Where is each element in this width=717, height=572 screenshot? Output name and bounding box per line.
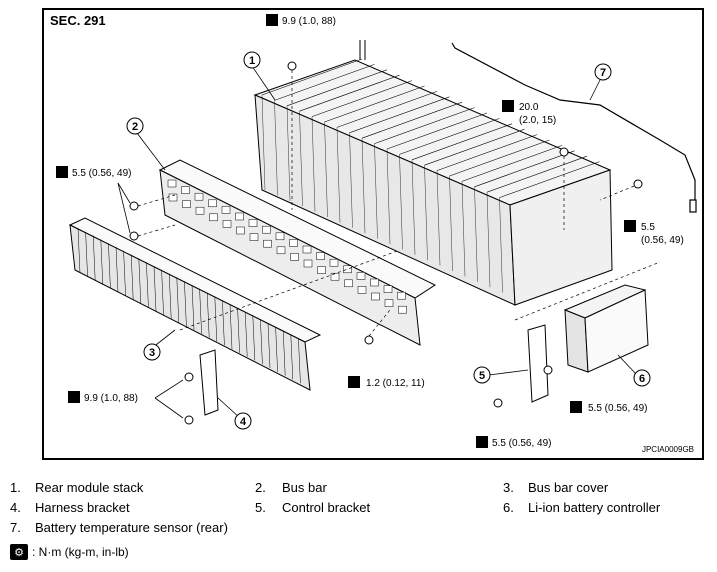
bus-bar — [158, 159, 437, 346]
svg-text:5.5 (0.56, 49): 5.5 (0.56, 49) — [588, 403, 647, 414]
unit-note-text: : N·m (kg-m, in-lb) — [32, 545, 129, 559]
callout-5: 5 — [473, 366, 491, 384]
unit-note: ⚙ : N·m (kg-m, in-lb) — [10, 544, 129, 560]
harness-bracket — [184, 349, 219, 425]
torque-wrench-icon — [56, 166, 68, 178]
section-label: SEC. 291 — [50, 13, 106, 28]
torque-spec-2: 20.0 (2.0, 15) — [502, 100, 556, 126]
svg-text:4: 4 — [240, 416, 247, 428]
legend-num-5: 5. — [255, 500, 266, 515]
legend-label-7: Battery temperature sensor (rear) — [35, 520, 228, 535]
svg-text:1.2 (0.12, 11): 1.2 (0.12, 11) — [366, 378, 425, 389]
callout-7: 7 — [594, 63, 612, 81]
legend-num-1: 1. — [10, 480, 21, 495]
callout-4: 4 — [234, 412, 252, 430]
torque-spec-5: 1.2 (0.12, 11) — [348, 376, 425, 389]
callout-3: 3 — [143, 343, 161, 361]
svg-text:5: 5 — [479, 370, 485, 382]
torque-spec-4: 5.5 (0.56, 49) — [624, 220, 684, 246]
torque-spec-8: 5.5 (0.56, 49) — [476, 436, 551, 449]
torque-spec-3: 5.5 (0.56, 49) — [56, 166, 131, 179]
figure-code: JPCIA0009GB — [641, 445, 694, 454]
svg-text:(2.0, 15): (2.0, 15) — [519, 115, 556, 126]
torque-wrench-icon — [502, 100, 514, 112]
legend-label-4: Harness bracket — [35, 500, 130, 515]
svg-text:(0.56, 49): (0.56, 49) — [641, 235, 684, 246]
legend-label-2: Bus bar — [282, 480, 327, 495]
legend-label-3: Bus bar cover — [528, 480, 609, 495]
torque-spec-7: 5.5 (0.56, 49) — [570, 401, 647, 414]
svg-text:1: 1 — [249, 55, 255, 67]
legend-num-6: 6. — [503, 500, 514, 515]
control-bracket — [493, 324, 553, 408]
torque-wrench-icon — [266, 14, 278, 26]
svg-text:3: 3 — [149, 347, 155, 359]
legend-label-5: Control bracket — [282, 500, 371, 515]
torque-spec-1: 9.9 (1.0, 88) — [266, 14, 336, 27]
torque-wrench-icon — [348, 376, 360, 388]
legend-num-4: 4. — [10, 500, 21, 515]
callout-1: 1 — [243, 51, 261, 69]
bus-bar-cover — [68, 217, 322, 391]
leader-lines — [137, 70, 661, 337]
svg-text:20.0: 20.0 — [519, 102, 539, 113]
torque-wrench-icon — [476, 436, 488, 448]
callout-2: 2 — [126, 117, 144, 135]
torque-wrench-icon — [68, 391, 80, 403]
torque-wrench-icon: ⚙ — [10, 544, 28, 560]
legend-num-2: 2. — [255, 480, 266, 495]
legend-num-3: 3. — [503, 480, 514, 495]
svg-text:2: 2 — [132, 121, 138, 133]
legend-label-6: Li-ion battery controller — [528, 500, 661, 515]
svg-text:5.5: 5.5 — [641, 222, 655, 233]
legend-label-1: Rear module stack — [35, 480, 144, 495]
rear-module-stack — [253, 40, 613, 306]
torque-wrench-icon — [570, 401, 582, 413]
battery-temperature-sensor — [451, 42, 697, 213]
svg-text:6: 6 — [639, 373, 645, 385]
legend-num-7: 7. — [10, 520, 21, 535]
torque-spec-6: 9.9 (1.0, 88) — [68, 391, 138, 404]
callout-6: 6 — [633, 369, 651, 387]
svg-text:9.9 (1.0, 88): 9.9 (1.0, 88) — [84, 393, 138, 404]
svg-text:5.5 (0.56, 49): 5.5 (0.56, 49) — [492, 438, 551, 449]
svg-text:9.9 (1.0, 88): 9.9 (1.0, 88) — [282, 16, 336, 27]
svg-text:5.5 (0.56, 49): 5.5 (0.56, 49) — [72, 168, 131, 179]
li-ion-battery-controller — [563, 284, 649, 373]
torque-wrench-icon — [624, 220, 636, 232]
svg-text:7: 7 — [600, 67, 606, 79]
